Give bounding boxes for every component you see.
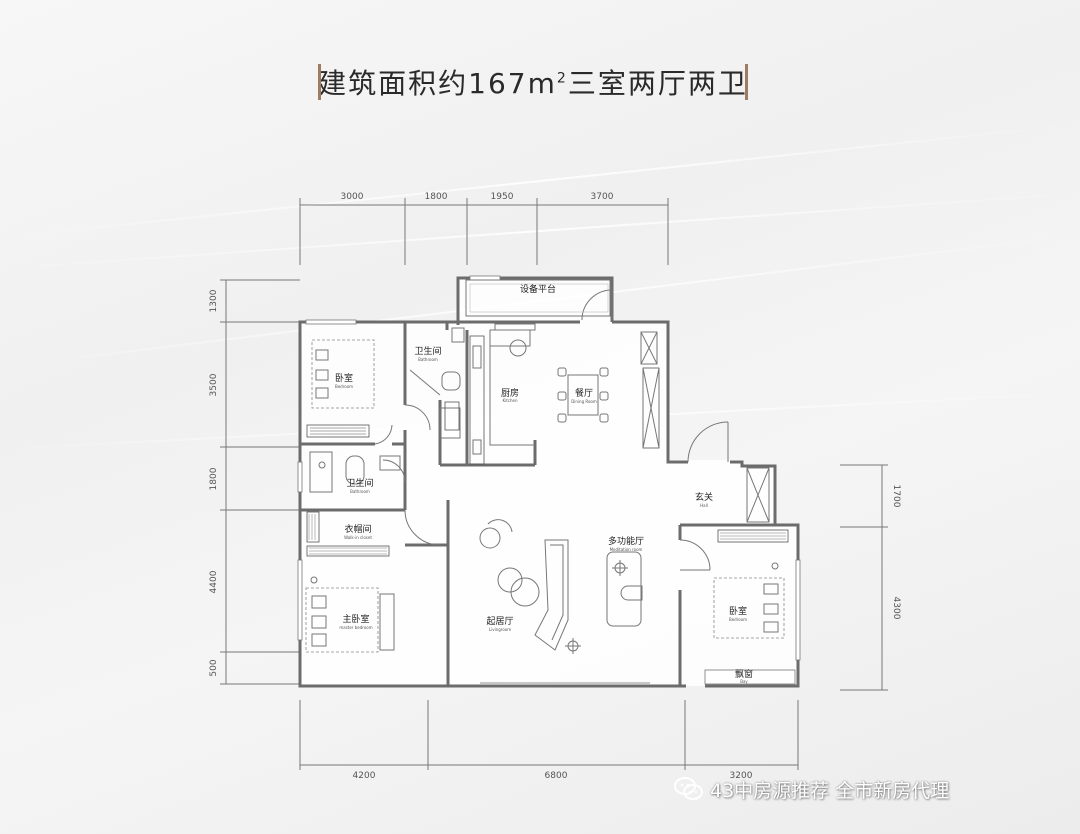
plan-floor xyxy=(300,278,798,686)
title-text: 建筑面积约167m2三室两厅两卫 xyxy=(318,62,748,102)
label-bedroom-top-left-en: Bedroom xyxy=(335,384,353,389)
living-room-furniture xyxy=(479,519,581,654)
watermark: 43中房源推荐 全市新房代理 xyxy=(674,773,949,805)
label-dining: 餐厅 xyxy=(575,387,593,399)
label-multifunction-en: Meditation room xyxy=(610,547,643,552)
dimension-right: 1700 4300 xyxy=(840,464,901,691)
label-bedroom-right: 卧室 xyxy=(729,605,747,617)
label-master-bedroom-en: master bedroom xyxy=(339,625,372,630)
label-multifunction: 多功能厅 xyxy=(608,535,644,547)
dimension-bottom: 4200 6800 3200 xyxy=(299,700,799,781)
label-bathroom-top-en: Bathroom xyxy=(418,357,438,362)
multifunction-desk xyxy=(606,551,643,627)
label-living: 起居厅 xyxy=(486,616,513,627)
dim-left-1: 1300 xyxy=(209,289,219,312)
dimension-top: 3000 1800 1950 3700 xyxy=(299,192,669,265)
dining-table xyxy=(557,331,660,449)
label-kitchen-en: Kitchen xyxy=(502,398,517,403)
windows xyxy=(297,275,801,685)
label-bay-window: 飘窗 xyxy=(735,668,753,680)
wechat-icon xyxy=(674,776,704,802)
dim-bottom-3: 3200 xyxy=(730,771,753,781)
dim-top-1: 3000 xyxy=(341,192,364,202)
bathroom-top-fixtures xyxy=(409,327,465,439)
label-bay-window-en: Bay xyxy=(740,679,748,684)
label-bathroom-top: 卫生间 xyxy=(414,345,441,357)
title-accent-bar xyxy=(745,64,748,100)
label-foyer-en: Hall xyxy=(700,503,708,508)
bed-master xyxy=(305,576,395,653)
watermark-text: 43中房源推荐 全市新房代理 xyxy=(710,779,950,802)
dim-right-1: 1700 xyxy=(891,485,901,508)
dim-left-4: 4400 xyxy=(209,570,219,593)
label-bathroom-mid-en: Bathroom xyxy=(350,489,370,494)
doors xyxy=(374,289,729,571)
kitchen-fixtures xyxy=(444,279,611,465)
label-dining-en: Dining Room xyxy=(571,399,597,404)
bed-right xyxy=(713,529,789,639)
label-equipment-platform: 设备平台 xyxy=(520,283,556,295)
dim-top-4: 3700 xyxy=(591,192,614,202)
label-bedroom-top-left: 卧室 xyxy=(335,372,353,384)
label-bedroom-right-en: Bedroom xyxy=(729,617,747,622)
bed-top-left xyxy=(306,339,375,438)
label-bathroom-mid: 卫生间 xyxy=(346,477,373,489)
title-main: 建筑面积约167m xyxy=(318,67,557,100)
dim-left-5: 500 xyxy=(209,659,219,676)
title-accent-bar xyxy=(318,64,321,100)
dim-left-3: 1800 xyxy=(209,467,219,490)
bathroom-mid-fixtures xyxy=(309,451,401,493)
foyer-cabinet xyxy=(746,467,770,523)
label-foyer: 玄关 xyxy=(695,491,713,503)
dim-top-2: 1800 xyxy=(425,192,448,202)
label-living-en: Livingroom xyxy=(489,627,511,632)
walkin-closet-fixtures xyxy=(306,511,390,557)
dim-top-3: 1950 xyxy=(491,192,514,202)
title-tail: 三室两厅两卫 xyxy=(567,67,748,100)
title-sup: 2 xyxy=(556,70,568,87)
label-walkin: 衣帽间 xyxy=(344,523,371,535)
page-title: 建筑面积约167m2三室两厅两卫 xyxy=(318,62,748,102)
dimension-left: 1300 3500 1800 4400 500 xyxy=(209,279,300,685)
label-walkin-en: Walk-in closet xyxy=(344,535,372,540)
label-kitchen: 厨房 xyxy=(501,387,519,399)
room-labels: 设备平台 卧室 Bedroom 卫生间 Bathroom 厨房 Kitchen … xyxy=(335,283,753,684)
dim-right-2: 4300 xyxy=(891,597,901,620)
label-master-bedroom: 主卧室 xyxy=(342,613,369,625)
dim-left-2: 3500 xyxy=(209,373,219,396)
dim-bottom-2: 6800 xyxy=(545,771,568,781)
dim-bottom-1: 4200 xyxy=(353,771,376,781)
